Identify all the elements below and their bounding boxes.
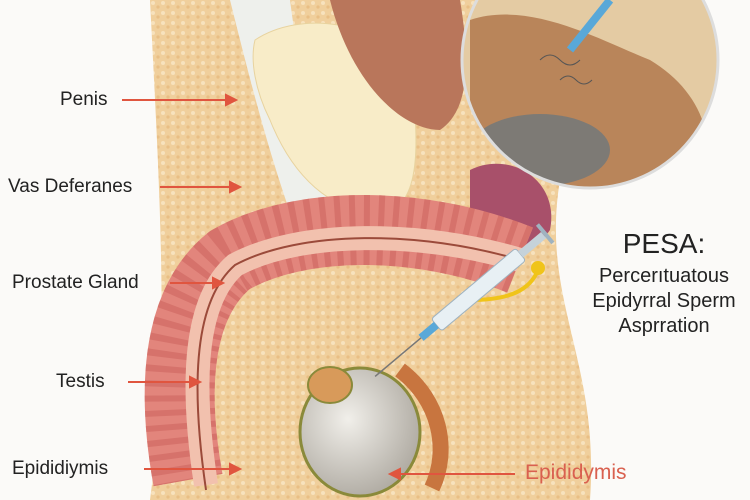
- procedure-title: PESA: Percerıtuatous Epidyrral Sperm Asp…: [578, 228, 750, 339]
- title-line-2: Epidyrral Sperm: [592, 290, 736, 312]
- title-line-3: Asprration: [618, 315, 710, 337]
- title-line-1: Percerıtuatous: [598, 265, 730, 287]
- label-penis: Penis: [60, 89, 108, 110]
- label-testis: Testis: [56, 371, 105, 392]
- label-vas-deferens: Vas Deferanes: [8, 176, 133, 197]
- yellow-duct: [469, 269, 540, 302]
- label-prostate-gland: Prostate Gland: [12, 272, 139, 293]
- label-epididymis-left: Epididiymis: [12, 458, 109, 479]
- syringe-icon: [374, 223, 555, 377]
- bladder-shape: [330, 0, 466, 130]
- label-arrows: [122, 93, 515, 481]
- label-epididymis-right: Epididymis: [525, 461, 627, 484]
- title-heading: PESA:: [622, 228, 706, 259]
